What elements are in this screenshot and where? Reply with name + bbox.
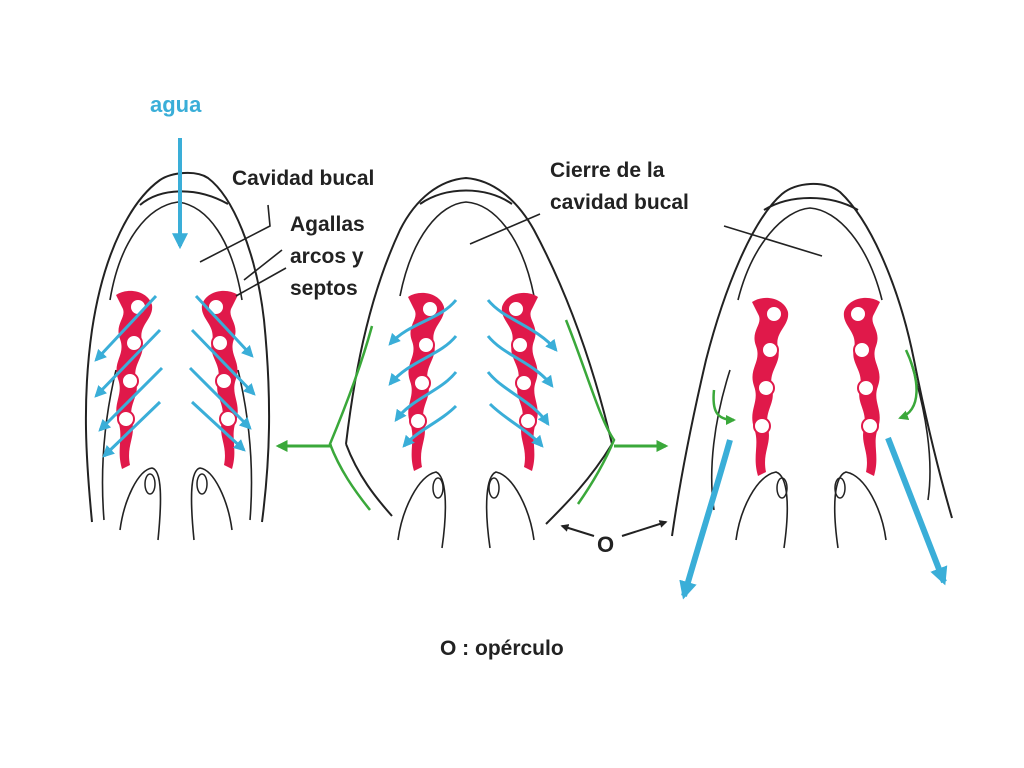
fin-base-left xyxy=(776,477,788,499)
head-outline xyxy=(84,172,271,523)
fin-base-left xyxy=(144,473,156,495)
gills-label-line3: septos xyxy=(290,277,358,300)
operculum-movement-right xyxy=(564,319,616,505)
buccal-cavity-label: Cavidad bucal xyxy=(232,167,375,190)
pectoral-right xyxy=(485,471,535,549)
operculum-left xyxy=(101,369,117,521)
pectoral-right xyxy=(190,467,233,541)
pectoral-left xyxy=(735,471,789,549)
gills-label-line1: Agallas xyxy=(290,213,365,236)
label-leader-lines xyxy=(199,204,823,297)
closure-label-line2: cavidad bucal xyxy=(550,191,689,214)
pectoral-right xyxy=(833,471,887,549)
operculum-closing-arrows xyxy=(712,349,918,425)
buccal-cavity-outline xyxy=(399,201,535,297)
fish-head-exhalation xyxy=(671,182,953,600)
fish-head-closure xyxy=(275,176,669,549)
gill-right-row xyxy=(500,291,539,472)
water-outflow-arrow-left xyxy=(679,439,733,600)
operculum-movement-left xyxy=(328,325,374,511)
water-outflow-arrow-right xyxy=(885,436,948,586)
legend-label: O : opérculo xyxy=(440,637,564,660)
operculum-pointer-arrows xyxy=(560,520,668,537)
operculum-right xyxy=(909,359,931,501)
head-outline xyxy=(345,176,614,525)
buccal-cavity-outline xyxy=(737,207,883,301)
pectoral-left xyxy=(119,467,162,541)
fin-base-left xyxy=(432,477,444,499)
head-outline-left-lower xyxy=(345,443,393,517)
water-flow-arrows xyxy=(388,299,558,448)
fish-head-inhalation xyxy=(84,138,271,541)
fin-base-right xyxy=(834,477,846,499)
gill-right-row xyxy=(200,289,239,470)
mouth-outline xyxy=(419,189,513,205)
water-label: agua xyxy=(150,92,202,117)
gill-right-row xyxy=(842,296,881,477)
closure-label-line1: Cierre de la xyxy=(550,159,665,182)
head-outline xyxy=(671,182,953,537)
pectoral-left xyxy=(397,471,447,549)
operculum-mark-label: O xyxy=(597,532,615,557)
gill-left-row xyxy=(751,296,790,477)
water-flow-arrows xyxy=(94,294,256,458)
fin-base-right xyxy=(488,477,500,499)
fin-base-right xyxy=(196,473,208,495)
operculum-right xyxy=(237,369,253,521)
gills-label-line2: arcos y xyxy=(290,245,364,268)
mouth-outline xyxy=(763,197,859,211)
